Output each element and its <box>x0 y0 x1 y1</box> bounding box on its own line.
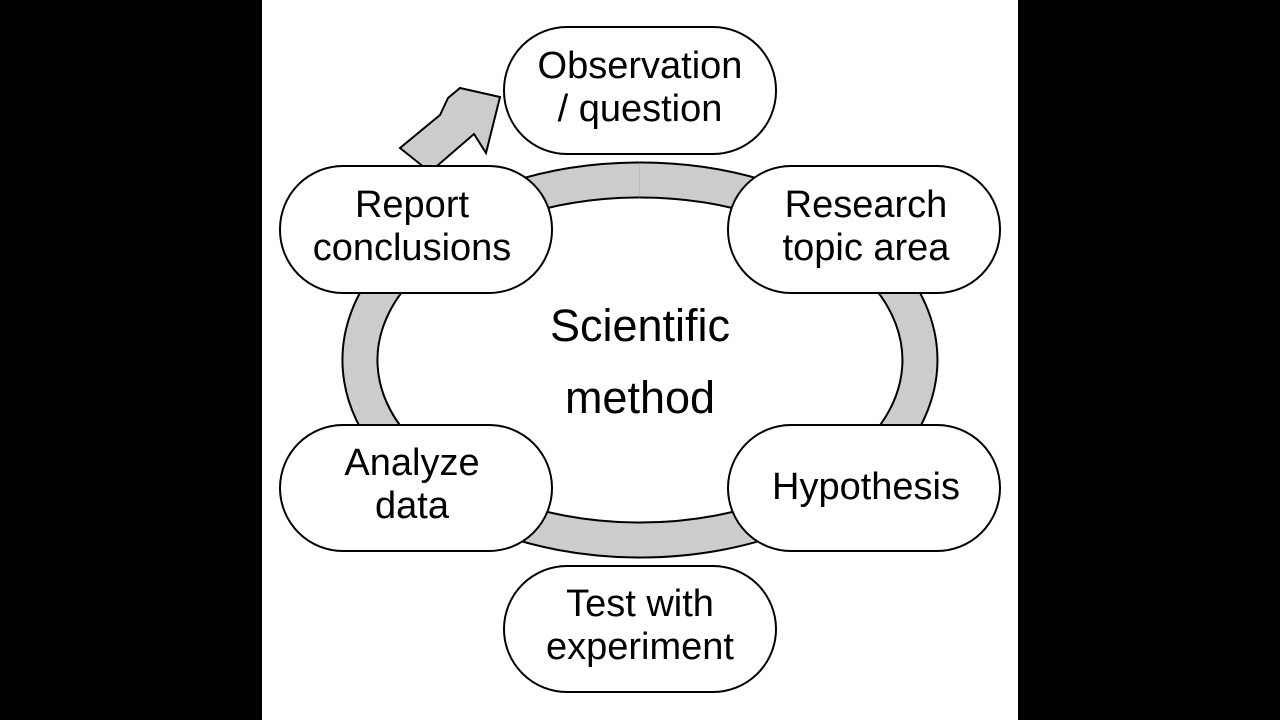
node-analyze <box>279 424 553 552</box>
label-report-line1: Report <box>354 184 470 226</box>
label-analyze: Analyze data <box>276 442 548 528</box>
label-observation-line1: Observation <box>537 45 743 87</box>
label-test: Test with experiment <box>504 583 776 669</box>
label-analyze-line1: Analyze <box>344 442 480 484</box>
label-research: Research topic area <box>730 184 1002 270</box>
cycle-ring-inner <box>360 181 920 539</box>
diagram-title-line2: method <box>564 372 716 423</box>
node-test <box>503 565 777 693</box>
node-report <box>279 165 553 294</box>
node-hypothesis <box>727 424 1001 552</box>
label-observation-line2: / question <box>557 88 723 130</box>
diagram-title: Scientific method <box>490 290 790 434</box>
label-test-line2: experiment <box>546 626 734 668</box>
label-analyze-line2: data <box>375 485 449 527</box>
label-hypothesis-line1: Hypothesis <box>772 466 960 508</box>
node-observation <box>503 26 777 155</box>
node-research <box>727 165 1001 294</box>
label-hypothesis: Hypothesis <box>730 466 1002 509</box>
label-research-line1: Research <box>784 184 948 226</box>
cycle-arrow-head <box>398 86 502 174</box>
label-report: Report conclusions <box>276 184 548 270</box>
label-research-line2: topic area <box>782 227 950 269</box>
label-report-line2: conclusions <box>312 227 512 269</box>
diagram-title-line1: Scientific <box>549 300 731 351</box>
label-test-line1: Test with <box>566 583 714 625</box>
label-observation: Observation / question <box>504 45 776 131</box>
